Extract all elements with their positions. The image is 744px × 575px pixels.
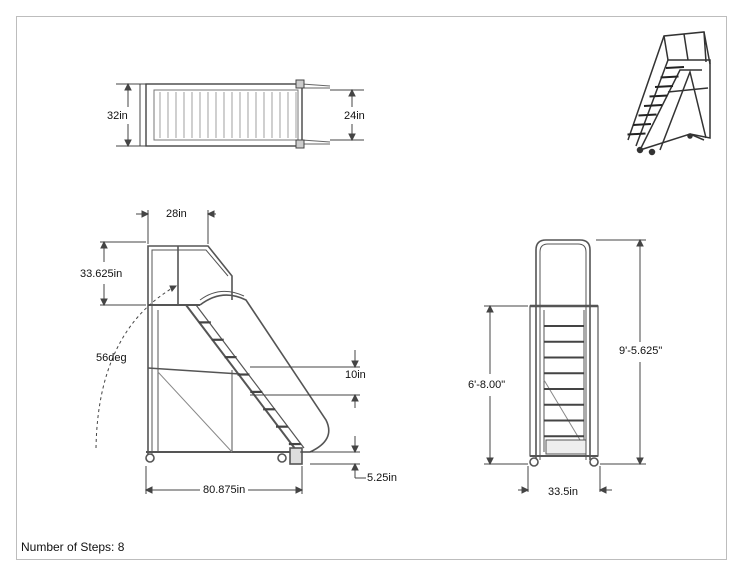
front-view	[529, 239, 599, 467]
iso-step	[649, 94, 668, 98]
iso-step	[660, 75, 679, 79]
side-view	[145, 245, 330, 465]
iso-step	[627, 132, 646, 136]
drawing-frame	[16, 16, 727, 560]
steps-value: 8	[117, 540, 125, 554]
steps-count: Number of Steps: 8	[21, 540, 124, 554]
isometric-view	[627, 31, 711, 156]
front-view-dimensions	[484, 238, 646, 494]
dim-base-length: 80.875in	[203, 484, 246, 496]
dim-top-width: 32in	[107, 110, 128, 122]
steps-label: Number of Steps:	[21, 540, 115, 554]
top-view	[139, 79, 331, 149]
dim-overall-height: 9'-5.625"	[619, 345, 663, 357]
dim-platform-depth: 28in	[166, 208, 187, 220]
dim-platform-height: 6'-8.00"	[468, 379, 506, 391]
iso-step	[665, 66, 685, 69]
iso-step	[632, 123, 652, 126]
iso-step	[654, 85, 674, 88]
dim-base-width: 33.5in	[548, 486, 578, 498]
dim-top-depth: 24in	[344, 110, 365, 122]
dim-incline-angle: 56deg	[96, 352, 127, 364]
side-view-dimensions	[95, 210, 366, 494]
top-view-dimensions	[116, 82, 364, 148]
dim-handrail-height: 33.625in	[80, 268, 123, 280]
dim-step-spacing: 10in	[345, 369, 366, 381]
iso-step	[638, 113, 657, 117]
dim-caster-offset: 5.25in	[367, 472, 397, 484]
iso-step	[643, 104, 663, 107]
